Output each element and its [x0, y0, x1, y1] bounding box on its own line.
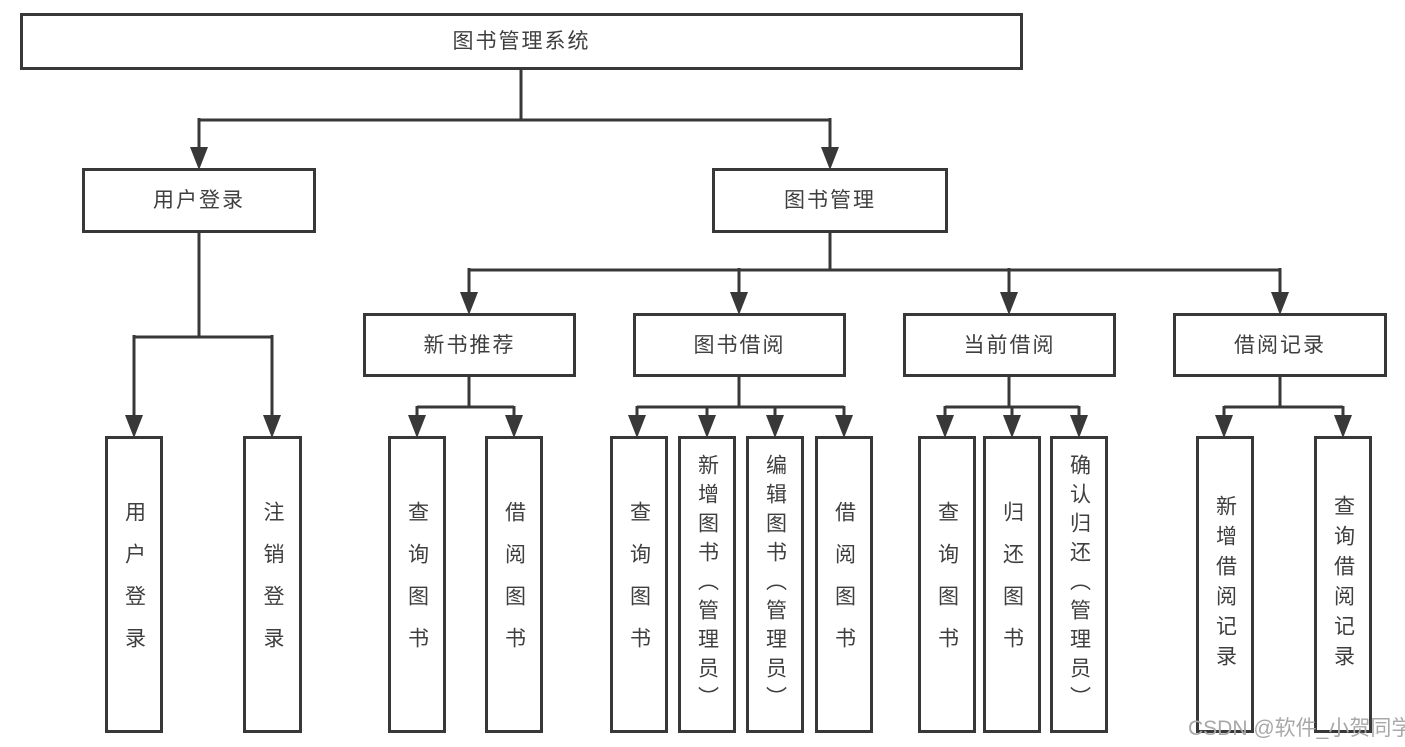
leaf-query-books-recommend: 查询图书 [388, 436, 446, 733]
node-borrowing-records: 借阅记录 [1173, 313, 1387, 377]
leaf-label: 编辑图书（管理员） [763, 454, 787, 715]
node-book-management: 图书管理 [712, 168, 948, 233]
leaf-confirm-return-admin: 确认归还（管理员） [1050, 436, 1108, 733]
leaf-label: 查询借阅记录 [1331, 494, 1355, 675]
arrowhead-icon [730, 292, 748, 315]
leaf-query-borrow-record: 查询借阅记录 [1314, 436, 1372, 733]
arrowhead-icon [835, 415, 853, 438]
arrowhead-icon [698, 415, 716, 438]
leaf-logout-login: 注销登录 [243, 436, 302, 733]
arrowhead-icon [408, 415, 426, 438]
leaf-label: 新增借阅记录 [1213, 494, 1237, 675]
leaf-label: 新增图书（管理员） [695, 454, 719, 715]
node-label: 新书推荐 [423, 333, 516, 357]
leaf-borrow-books: 借阅图书 [815, 436, 873, 733]
node-label: 借阅记录 [1234, 333, 1326, 357]
leaf-label: 查询图书 [935, 500, 959, 669]
arrowhead-icon [628, 415, 646, 438]
arrowhead-icon [1334, 415, 1352, 438]
leaf-label: 借阅图书 [502, 500, 526, 669]
leaf-label: 确认归还（管理员） [1067, 454, 1091, 715]
connector-book-mgmt [467, 232, 1282, 293]
arrowhead-icon [505, 415, 523, 438]
csdn-watermark: CSDN @软件_小贺同学 [1188, 717, 1405, 740]
arrowhead-icon [125, 415, 143, 438]
leaf-label: 归还图书 [1000, 500, 1024, 669]
node-user-login: 用户登录 [82, 168, 316, 233]
leaf-label: 注销登录 [261, 500, 284, 669]
arrowhead-icon [1070, 415, 1088, 438]
leaf-query-books-borrow: 查询图书 [610, 436, 668, 733]
leaf-label: 用户登录 [122, 500, 146, 669]
node-label: 用户登录 [153, 189, 245, 212]
arrowhead-icon [1003, 415, 1021, 438]
leaf-label: 借阅图书 [832, 500, 856, 669]
node-label: 图书管理系统 [452, 30, 591, 53]
arrowhead-icon [190, 147, 208, 170]
node-new-book-recommend: 新书推荐 [363, 313, 576, 377]
arrowhead-icon [460, 292, 478, 315]
leaf-return-books: 归还图书 [983, 436, 1041, 733]
connector-level2-split [197, 118, 832, 148]
leaf-edit-books-admin: 编辑图书（管理员） [746, 436, 804, 733]
arrowhead-icon [263, 415, 281, 438]
leaf-user-login: 用户登录 [105, 436, 163, 733]
leaf-label: 查询图书 [627, 500, 651, 669]
leaf-borrow-books-recommend: 借阅图书 [485, 436, 543, 733]
node-label: 图书借阅 [693, 333, 786, 357]
arrowhead-icon [1215, 415, 1233, 438]
connector-level4-stems [415, 406, 1345, 416]
leaf-add-borrow-record: 新增借阅记录 [1196, 436, 1254, 733]
arrowhead-icon [766, 415, 784, 438]
arrowhead-icon [936, 415, 954, 438]
leaf-add-books-admin: 新增图书（管理员） [678, 436, 736, 733]
node-library-system: 图书管理系统 [20, 13, 1023, 70]
connector-level3-stems [467, 377, 1282, 408]
arrowhead-icon [821, 147, 839, 170]
arrowhead-icon [1271, 292, 1289, 315]
node-label: 图书管理 [784, 189, 876, 212]
leaf-query-books-current: 查询图书 [918, 436, 976, 733]
arrowhead-icon [1000, 292, 1018, 315]
connector-user-login [132, 233, 274, 416]
node-book-borrowing: 图书借阅 [633, 313, 846, 377]
node-current-borrowing: 当前借阅 [903, 313, 1116, 377]
leaf-label: 查询图书 [405, 500, 429, 669]
node-label: 当前借阅 [963, 333, 1056, 357]
